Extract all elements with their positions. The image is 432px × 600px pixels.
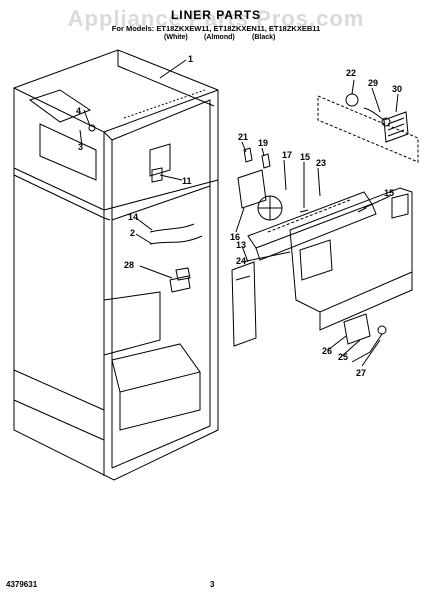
wire-harness [149,223,195,233]
light-shield-30 [383,111,409,143]
diagram-line [261,147,265,157]
diagram-line [391,193,409,219]
screw-15a [299,209,309,213]
variant-almond: (Almond) [204,34,235,41]
diagram-line [381,117,391,127]
callout-15a: 15 [300,152,310,162]
diagram-line [361,339,381,367]
wire-27 [351,333,383,363]
screw-21 [243,147,253,163]
diagram-line [111,99,211,469]
diagram-line [103,179,219,211]
callout-26: 26 [322,346,332,356]
callout-15b: 15 [384,188,394,198]
callout-11: 11 [182,176,192,186]
freezer-divider [13,174,111,221]
diagram-line [135,233,153,245]
callout-30: 30 [392,84,402,94]
fan-motor [237,169,267,209]
screw-15b [357,207,367,213]
callout-1: 1 [188,54,193,64]
filler-panel [231,261,257,347]
diagram-line [175,267,191,281]
diagram-line [299,239,333,281]
diagram-line [235,207,245,233]
liner-outline [13,49,219,481]
grommet-25 [377,325,387,335]
callout-19: 19 [258,138,268,148]
callout-29: 29 [368,78,378,88]
diagram-line [235,275,251,281]
diagram-line [13,167,105,211]
screw-19 [261,153,271,169]
diagram-line [241,141,247,153]
diagram-line [371,87,381,113]
variant-white: (White) [164,34,188,41]
model-list: For Models: ET18ZKXEW11, ET18ZKXEN11, ET… [111,24,321,33]
callout-17: 17 [282,150,292,160]
light-housing-bracket [317,95,419,163]
diagram-line [79,129,83,147]
diagram-line [283,159,287,191]
diagram-line [327,335,347,351]
callout-27: 27 [356,368,366,378]
page-number: 3 [210,580,215,589]
variant-black: (Black) [252,34,276,41]
callout-16: 16 [230,232,240,242]
diagram-line [241,251,291,263]
page-title: LINER PARTS [170,8,262,22]
diagram-line [111,343,201,393]
diagram-line [395,93,399,113]
diagram-line [135,217,153,231]
diagram-line [13,369,105,411]
callout-28: 28 [124,260,134,270]
diagram-line [319,272,413,331]
diagram-line [159,174,183,181]
diagram-line [28,89,92,123]
diagram-line [363,195,391,209]
diagram-line [139,265,173,279]
callout-22: 22 [346,68,356,78]
light-socket-22 [345,93,359,107]
diagram-line [387,117,405,137]
callout-23: 23 [316,158,326,168]
diagram-line [149,143,171,177]
evaporator-cover [289,187,413,313]
callout-14: 14 [128,212,138,222]
callout-13: 13 [236,240,246,250]
diagram-line [341,339,361,357]
liner-front-frame [103,89,219,133]
callout-4: 4 [76,106,81,116]
mounting-plate [343,313,371,345]
diagram-line [111,185,211,221]
callout-21: 21 [238,132,248,142]
clip-11 [151,167,163,183]
diagram-line [159,59,187,79]
callout-24: 24 [236,256,246,266]
diagram-line [83,109,91,127]
part-number: 4379631 [6,580,38,589]
callout-3: 3 [78,142,83,152]
diagram-line [241,245,249,263]
diagram-line [255,203,377,261]
diagram-line [123,89,206,119]
diagram-line [117,50,215,107]
callout-2: 2 [130,228,135,238]
crisper-drawer-area [103,291,161,356]
diagram-line [39,123,97,181]
diagram-line [258,196,282,220]
diagram-line [317,167,321,197]
diagram-line [149,235,203,245]
diagram-line [13,87,105,476]
light-bulb-29 [363,107,385,121]
diagram-line [13,399,105,441]
watermark: Appliance Parts Pros.com [67,6,365,31]
part-28 [169,275,191,293]
diagram-line [351,79,355,95]
diagram-line [119,372,201,431]
diagram-line [267,199,351,233]
callout-25: 25 [338,352,348,362]
screw-4 [88,124,96,132]
